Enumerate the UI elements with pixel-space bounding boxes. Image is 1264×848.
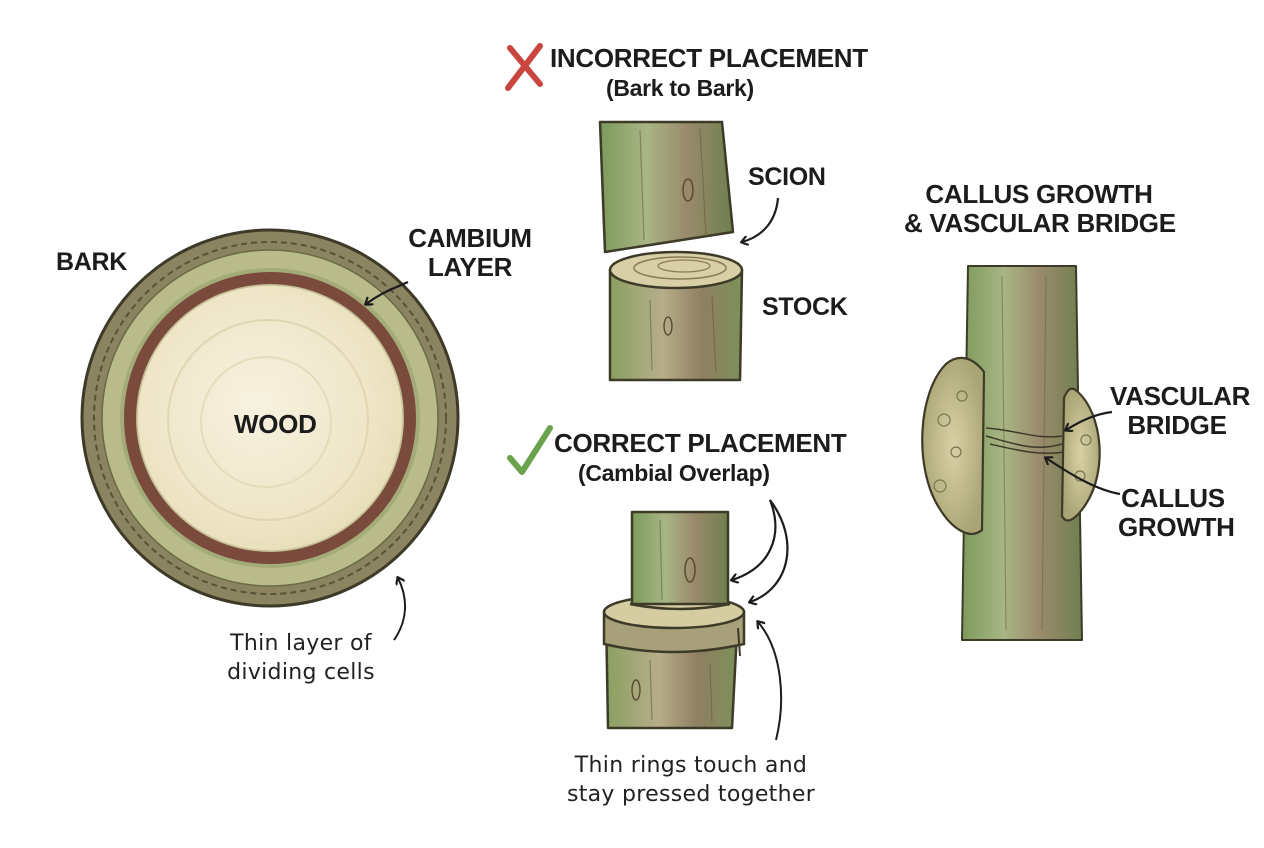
bark-label: BARK: [56, 248, 128, 276]
rings-touch-note: Thin rings touch and stay pressed togeth…: [556, 752, 826, 809]
incorrect-scion: [598, 120, 735, 254]
callus-label-line-1: CALLUS: [1121, 483, 1225, 513]
callus-growth-label: CALLUS GROWTH: [1118, 483, 1235, 543]
wood-label: WOOD: [234, 409, 317, 439]
cambium-label-line-2: LAYER: [427, 252, 513, 283]
rings-touch-pointer-arrow: [758, 622, 783, 741]
cambium-layer-label: CAMBIUM LAYER: [404, 223, 536, 283]
correct-check-icon: [507, 425, 553, 475]
cambium-pointer-arrow: [366, 281, 409, 304]
rings-touch-note-line-2: stay pressed together: [566, 781, 816, 807]
correct-stock: [602, 594, 746, 730]
vascular-bridge-strands: [985, 427, 1065, 455]
bark-inner-edge: [93, 241, 447, 595]
dividing-cells-note: Thin layer of dividing cells: [206, 630, 396, 687]
scion-label: SCION: [748, 163, 826, 191]
callus-growth-pointer-arrow: [1046, 458, 1121, 496]
cambium-ring: [124, 272, 416, 564]
callus-label-line-2: GROWTH: [1118, 512, 1235, 543]
stem-cross-section: [80, 228, 460, 608]
dividing-cells-note-line-2: dividing cells: [227, 659, 375, 685]
dividing-cells-pointer-arrow: [393, 578, 407, 641]
incorrect-placement-subtitle: (Bark to Bark): [606, 75, 754, 101]
dividing-cells-note-line-1: Thin layer of: [230, 631, 372, 656]
stock-label: STOCK: [762, 293, 848, 321]
vascular-bridge-pointer-arrow: [1066, 410, 1113, 430]
growth-ring: [200, 356, 332, 488]
vascular-label-line-2: BRIDGE: [1127, 410, 1227, 441]
callus-swelling: [921, 356, 1101, 535]
correct-placement-subtitle: (Cambial Overlap): [578, 460, 770, 486]
incorrect-placement-title: INCORRECT PLACEMENT: [550, 43, 868, 73]
incorrect-stock: [608, 250, 744, 382]
correct-scion: [629, 510, 731, 611]
vascular-label-line-1: VASCULAR: [1110, 381, 1251, 411]
cambium-label-line-1: CAMBIUM: [408, 223, 532, 253]
correct-placement-title: CORRECT PLACEMENT: [554, 428, 847, 458]
cambium-contact-arrow-lower: [750, 499, 789, 602]
callus-section-title: CALLUS GROWTH & VASCULAR BRIDGE: [904, 179, 1176, 239]
scion-pointer-arrow: [742, 197, 780, 242]
callus-title-line-2: & VASCULAR BRIDGE: [904, 208, 1176, 239]
wood-core: [136, 284, 404, 552]
callus-title-line-1: CALLUS GROWTH: [925, 179, 1153, 209]
growth-ring: [167, 319, 369, 521]
vascular-bridge-label: VASCULAR BRIDGE: [1110, 381, 1251, 441]
rings-touch-note-line-1: Thin rings touch and: [574, 753, 808, 778]
cambium-contact-arrow-upper: [732, 499, 777, 580]
incorrect-cross-icon: [505, 43, 543, 91]
